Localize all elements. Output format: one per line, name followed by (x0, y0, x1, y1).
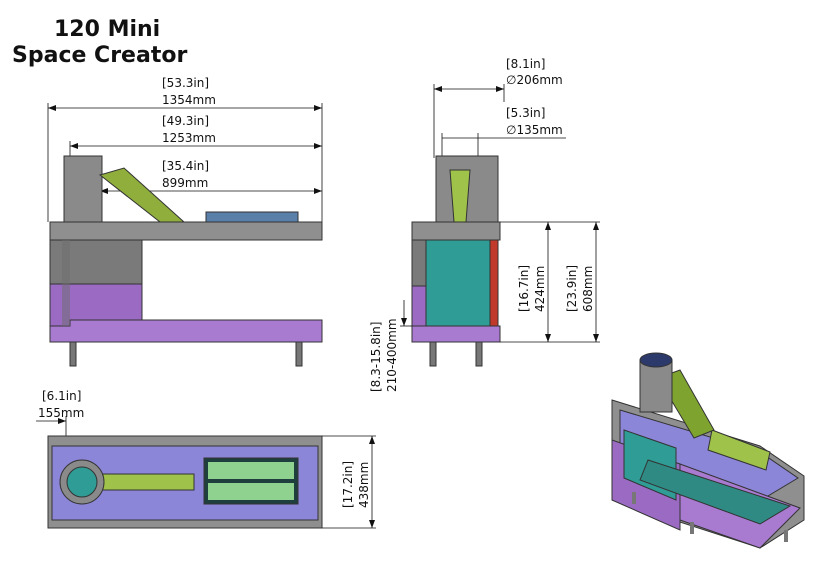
burner-tray (205, 211, 299, 223)
dim-outer-in: [8.1in] (506, 57, 545, 71)
side-panel (62, 240, 70, 326)
red-trim (489, 239, 499, 327)
dim-opening-in: [16.7in] (517, 265, 531, 312)
title-line-2: Space Creator (12, 43, 187, 68)
dim-overall-in: [53.3in] (162, 76, 209, 90)
leg-side-right (475, 341, 483, 367)
iso-flue-top (639, 352, 673, 368)
iso-leg-3 (784, 530, 788, 542)
chute-side (449, 169, 471, 223)
dim-flue-mm: 155mm (38, 406, 84, 420)
leg-side-left (429, 341, 437, 367)
top-view: [6.1in] 155mm [17.2in] 438mm (36, 389, 376, 529)
iso-leg-1 (632, 492, 636, 504)
burner-strip-top (208, 462, 294, 479)
top-shelf (49, 221, 323, 241)
isometric-view (611, 352, 805, 549)
iso-burner (707, 429, 771, 471)
dim-opening-mm: 424mm (533, 266, 547, 312)
iso-flue (639, 359, 673, 413)
lower-side-panel (411, 285, 427, 327)
dim-inner-in: [5.3in] (506, 106, 545, 120)
burner-strip-bottom (208, 483, 294, 500)
dim-overall-mm: 1354mm (162, 93, 216, 107)
title-line-1: 120 Mini (54, 17, 160, 42)
upper-side-panel (411, 239, 427, 287)
side-view: [8.1in] ∅206mm [5.3in] ∅135mm [16.7in] 4… (369, 57, 600, 392)
top-shelf-side (411, 221, 501, 241)
top-chute (99, 473, 195, 491)
dim-body-mm: 1253mm (162, 131, 216, 145)
dim-chute-mm: 899mm (162, 176, 208, 190)
dim-body-in: [49.3in] (162, 114, 209, 128)
flue-pipe (63, 155, 103, 223)
base-side (411, 325, 501, 343)
dim-height-mm: 608mm (581, 266, 595, 312)
flue-inner-circle (66, 466, 98, 498)
dim-height-in: [23.9in] (565, 265, 579, 312)
dim-inner-mm: ∅135mm (506, 123, 563, 137)
dim-depth-in: [17.2in] (341, 461, 355, 508)
leg-left (69, 341, 77, 367)
dim-flue-in: [6.1in] (42, 389, 81, 403)
iso-leg-2 (690, 522, 694, 534)
dim-depth-mm: 438mm (357, 462, 371, 508)
leg-right (295, 341, 303, 367)
glass-panel (425, 239, 491, 327)
dim-chute-in: [35.4in] (162, 159, 209, 173)
base-frame (49, 319, 323, 343)
iso-burner-bed (639, 459, 792, 525)
dim-outer-mm: ∅206mm (506, 73, 563, 87)
front-view: [53.3in] 1354mm [49.3in] 1253mm [35.4in]… (47, 76, 323, 367)
dim-legs-in: [8.3-15.8in] (369, 322, 383, 392)
dim-legs-mm: 210-400mm (385, 318, 399, 392)
